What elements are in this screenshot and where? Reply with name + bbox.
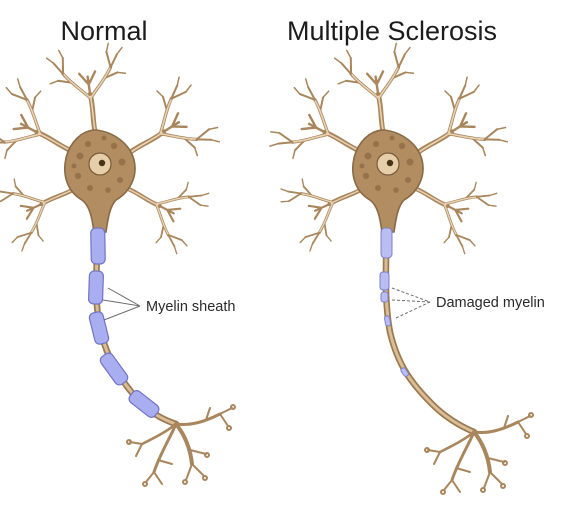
damaged-myelin-callout: Damaged myelin <box>392 288 545 318</box>
myelin-segments <box>88 228 161 419</box>
ms-neuron <box>265 42 533 494</box>
damaged-myelin-label: Damaged myelin <box>436 295 545 311</box>
normal-panel: Normal Myelin sheath <box>0 16 235 486</box>
normal-neuron <box>0 42 235 486</box>
myelin-sheath-label: Myelin sheath <box>146 299 235 315</box>
normal-axon-terminals <box>127 405 235 486</box>
myelin-sheath-callout: Myelin sheath <box>103 288 235 320</box>
ms-axon-terminals <box>425 413 533 494</box>
ms-title: Multiple Sclerosis <box>287 16 497 46</box>
normal-title: Normal <box>60 16 147 46</box>
ms-panel: Multiple Sclerosis Damaged myelin <box>265 16 545 494</box>
normal-cell-body <box>0 42 224 257</box>
ms-cell-body <box>265 42 513 257</box>
